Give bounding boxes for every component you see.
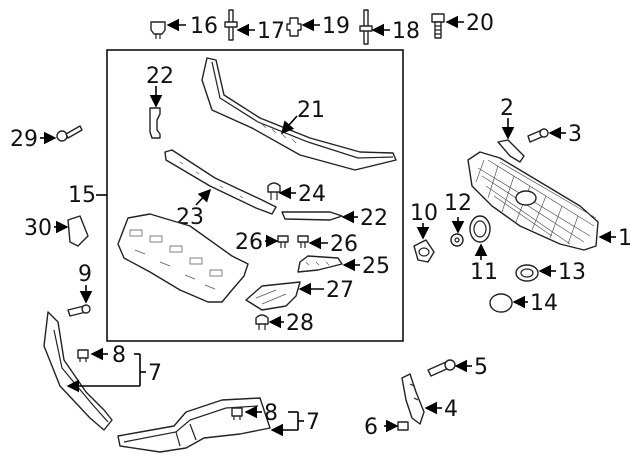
part-8-clip-lower <box>231 407 243 420</box>
part-11-emblem-bracket <box>469 215 491 243</box>
part-1-grille <box>467 151 599 251</box>
label-10: 10 <box>410 201 438 226</box>
part-24-clip <box>267 182 281 200</box>
part-3-bolt <box>527 128 549 143</box>
part-22-bracket-upper <box>149 107 161 139</box>
label-13: 13 <box>558 260 586 285</box>
part-28-clip <box>255 314 269 330</box>
part-23-strip <box>164 149 277 215</box>
label-18: 18 <box>392 19 420 44</box>
label-9: 9 <box>78 262 92 287</box>
part-10-ring <box>413 239 435 263</box>
part-26-clip-b <box>297 235 309 248</box>
label-11: 11 <box>470 260 498 285</box>
label-22-upper: 22 <box>146 64 174 89</box>
label-24: 24 <box>298 182 326 207</box>
part-4-bracket <box>401 373 425 425</box>
label-19: 19 <box>322 14 350 39</box>
label-7-lower: 7 <box>306 410 320 435</box>
label-16: 16 <box>190 14 218 39</box>
label-25: 25 <box>362 254 390 279</box>
part-5-bolt <box>427 359 456 377</box>
label-27: 27 <box>326 278 354 303</box>
part-30-cover <box>67 215 89 247</box>
part-27-panel <box>245 281 301 311</box>
part-16-clip <box>150 21 166 39</box>
label-8-lower: 8 <box>264 401 278 426</box>
label-21: 21 <box>297 98 325 123</box>
label-8-upper: 8 <box>112 343 126 368</box>
part-18-pin <box>359 9 373 45</box>
label-6: 6 <box>364 415 378 440</box>
label-14: 14 <box>530 291 558 316</box>
part-2-bracket <box>497 139 525 163</box>
part-9-bolt <box>67 304 91 317</box>
part-8-clip-upper <box>77 349 89 362</box>
label-7-upper: 7 <box>148 361 162 386</box>
label-30: 30 <box>24 216 52 241</box>
label-26-right: 26 <box>330 232 358 257</box>
label-2: 2 <box>500 96 514 121</box>
part-6-clip <box>397 421 409 431</box>
part-19-clip <box>286 17 302 37</box>
part-20-bolt <box>431 13 445 39</box>
label-20: 20 <box>466 11 494 36</box>
label-17: 17 <box>257 19 285 44</box>
part-26-clip-a <box>277 235 289 248</box>
label-5: 5 <box>474 355 488 380</box>
label-12: 12 <box>444 191 472 216</box>
part-13-emblem <box>515 264 539 282</box>
part-14-cap <box>489 293 513 313</box>
label-29: 29 <box>10 127 38 152</box>
part-17-pin <box>224 9 238 41</box>
label-15: 15 <box>68 183 96 208</box>
part-12-nut <box>450 233 464 247</box>
part-25-bracket <box>297 255 343 273</box>
label-28: 28 <box>286 311 314 336</box>
part-15-support <box>117 213 249 303</box>
label-26-left: 26 <box>235 230 263 255</box>
part-22-strip-lower <box>281 211 343 221</box>
label-22-lower: 22 <box>360 206 388 231</box>
label-3: 3 <box>568 122 582 147</box>
part-29-bolt <box>56 125 83 142</box>
label-1: 1 <box>618 226 632 251</box>
label-4: 4 <box>444 397 458 422</box>
